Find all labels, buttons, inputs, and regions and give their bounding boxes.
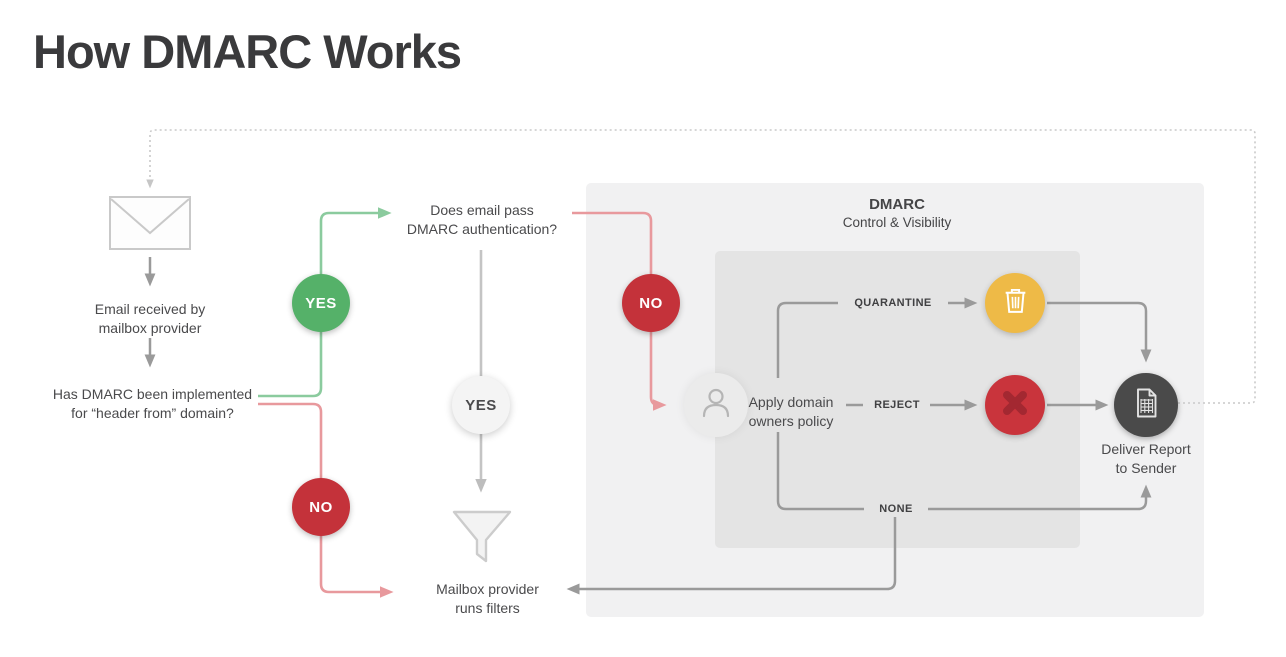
mailbox-filters-label: Mailbox provider runs filters: [410, 580, 565, 619]
person-icon: [696, 383, 736, 428]
deliver-report-line1: Deliver Report: [1101, 441, 1191, 457]
email-pass-line2: DMARC authentication?: [406, 221, 558, 238]
dmarc-box-subtitle: Control & Visibility: [842, 215, 952, 230]
report-document-icon: [1131, 386, 1161, 425]
policy-none-label: NONE: [879, 503, 913, 515]
decision-pass-no-label: NO: [639, 294, 663, 312]
mailbox-filters-line2: runs filters: [455, 600, 520, 617]
email-pass-line1: Does email pass: [430, 202, 534, 218]
decision-pass-yes-label: YES: [465, 396, 497, 414]
dmarc-implemented-question: Has DMARC been implemented for “header f…: [40, 385, 265, 424]
quarantine-node: [985, 273, 1045, 333]
dmarc-box-title: DMARC: [869, 196, 925, 213]
dmarc-implemented-line2: for “header from” domain?: [71, 405, 234, 422]
decision-implemented-no-label: NO: [309, 498, 333, 516]
decision-implemented-no: NO: [292, 478, 350, 536]
decision-pass-no: NO: [622, 274, 680, 332]
email-received-line2: mailbox provider: [98, 320, 202, 337]
policy-reject-label: REJECT: [874, 399, 920, 411]
dmarc-implemented-line1: Has DMARC been implemented: [52, 386, 253, 402]
reject-node: [985, 375, 1045, 435]
policy-quarantine-label: QUARANTINE: [854, 297, 932, 309]
apply-policy-node: [684, 373, 748, 437]
apply-policy-label: Apply domain owners policy: [740, 393, 842, 432]
email-received-label: Email received by mailbox provider: [60, 300, 240, 339]
envelope-icon: [109, 196, 191, 255]
page-title: How DMARC Works: [33, 25, 462, 78]
apply-policy-line1: Apply domain: [748, 394, 834, 410]
decision-pass-yes: YES: [452, 376, 510, 434]
deliver-report-label: Deliver Report to Sender: [1088, 440, 1204, 479]
mailbox-filters-line1: Mailbox provider: [436, 581, 539, 597]
email-pass-question: Does email pass DMARC authentication?: [394, 201, 570, 240]
x-icon: [998, 386, 1032, 425]
decision-implemented-yes: YES: [292, 274, 350, 332]
apply-policy-line2: owners policy: [748, 413, 834, 430]
dmarc-box-header: DMARC Control & Visibility: [797, 196, 997, 230]
deliver-report-node: [1114, 373, 1178, 437]
decision-implemented-yes-label: YES: [305, 294, 337, 312]
trash-icon: [1002, 286, 1029, 320]
funnel-icon: [450, 508, 514, 573]
deliver-report-line2: to Sender: [1115, 460, 1177, 477]
email-received-line1: Email received by: [94, 301, 206, 317]
